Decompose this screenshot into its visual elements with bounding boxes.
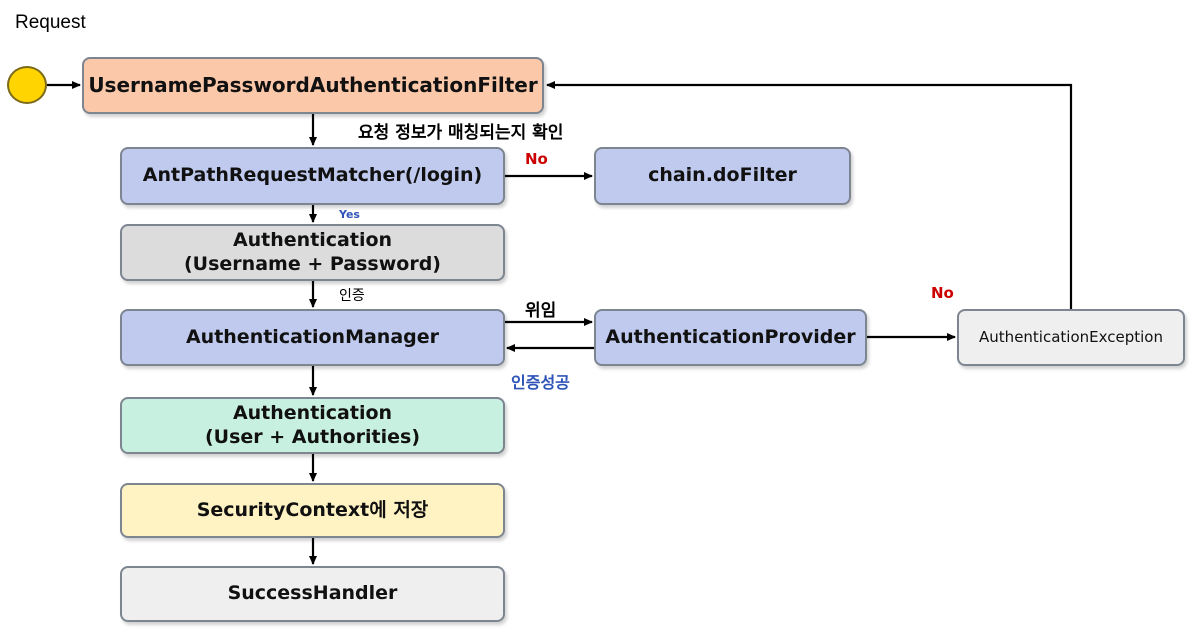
node-success-handler: SuccessHandler xyxy=(120,566,505,622)
node-manager-label: AuthenticationManager xyxy=(185,325,440,348)
node-filter-label: UsernamePasswordAuthenticationFilter xyxy=(88,73,538,97)
edge-label-delegate: 위임 xyxy=(525,301,557,321)
node-security-context-label: SecurityContext에 저장 xyxy=(196,498,429,521)
arrow-exception-to-filter xyxy=(546,81,1073,309)
node-matcher: AntPathRequestMatcher(/login) xyxy=(120,147,505,205)
node-provider: AuthenticationProvider xyxy=(594,309,867,366)
node-chain: chain.doFilter xyxy=(594,147,851,205)
node-success-handler-label: SuccessHandler xyxy=(227,582,398,605)
edge-label-no-match: No xyxy=(525,150,548,168)
edge-label-authenticate: 인증 xyxy=(339,288,365,304)
node-manager: AuthenticationManager xyxy=(120,309,505,366)
diagram-title: Request xyxy=(15,12,86,33)
node-auth-result-line2: (User + Authorities) xyxy=(204,425,421,448)
node-chain-label: chain.doFilter xyxy=(648,164,797,187)
edge-label-auth-success: 인증성공 xyxy=(511,373,570,392)
node-exception: AuthenticationException xyxy=(957,309,1185,366)
edge-label-yes-match: Yes xyxy=(339,208,360,221)
node-security-context: SecurityContext에 저장 xyxy=(120,483,505,538)
node-matcher-label: AntPathRequestMatcher(/login) xyxy=(142,164,483,187)
node-filter: UsernamePasswordAuthenticationFilter xyxy=(82,57,544,114)
node-auth-request-line2: (Username + Password) xyxy=(184,252,441,275)
node-exception-label: AuthenticationException xyxy=(979,328,1163,347)
edge-label-check-request: 요청 정보가 매칭되는지 확인 xyxy=(358,123,564,143)
node-provider-label: AuthenticationProvider xyxy=(605,325,856,348)
node-auth-result: Authentication (User + Authorities) xyxy=(120,397,505,454)
node-auth-request: Authentication (Username + Password) xyxy=(120,224,505,281)
node-auth-request-line1: Authentication xyxy=(232,228,393,251)
node-auth-result-line1: Authentication xyxy=(232,401,393,424)
edge-label-no-auth: No xyxy=(931,284,954,302)
start-node-icon xyxy=(7,66,47,104)
